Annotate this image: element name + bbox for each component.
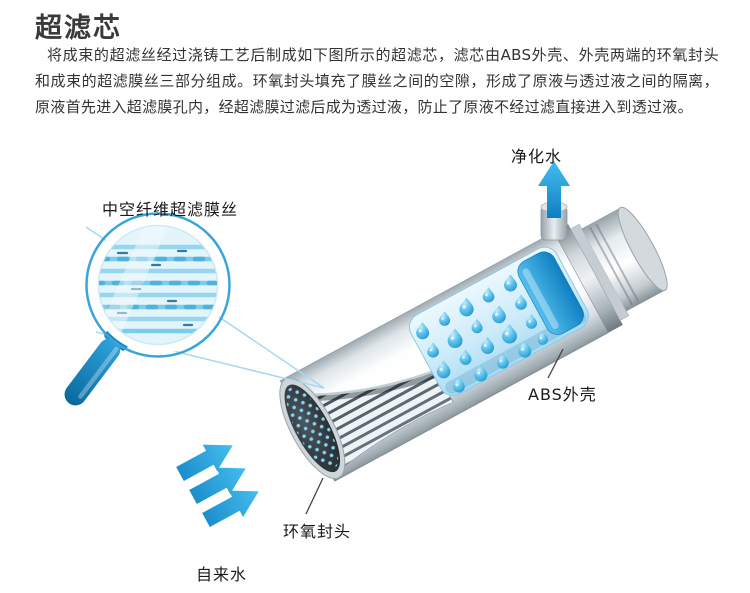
label-abs-shell: ABS外壳 [528,385,597,404]
magnified-fibers [99,226,217,344]
inlet-arrows [172,432,266,534]
label-tap-water: 自来水 [196,565,248,584]
magnifier-rim-outer [85,212,231,358]
page-title: 超滤芯 [35,13,122,44]
end-cap [553,206,668,333]
cartridge [279,206,668,482]
abs-shell-leader-line [547,348,564,379]
label-epoxy-head: 环氧封头 [283,522,352,541]
epoxy-head-leader-line [305,477,324,515]
purified-water-arrow-icon [538,161,570,218]
epoxy-disc [279,377,346,480]
membrane-window [408,246,589,397]
water-band [517,251,584,335]
description-paragraph: 将成束的超滤丝经过浇铸工艺后制成如下图所示的超滤芯，滤芯由ABS外壳、外壳两端的… [35,46,719,116]
magnifier [64,212,231,406]
label-hollow-fiber: 中空纤维超滤膜丝 [102,200,239,219]
fiber-pore-dots [286,387,339,470]
label-purified-water: 净化水 [511,147,563,166]
